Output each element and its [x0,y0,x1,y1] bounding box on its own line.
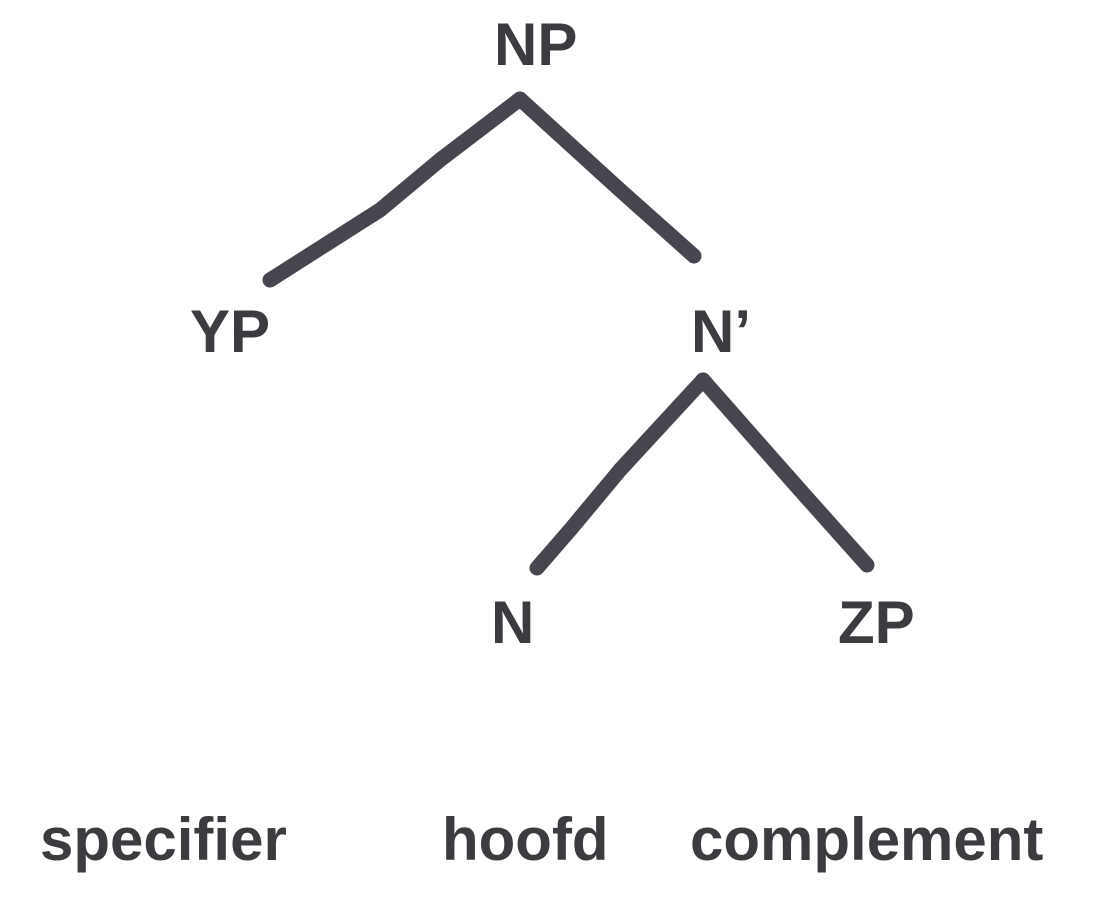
node-yp: YP [190,298,271,365]
role-complement: complement [690,806,1044,873]
branch-nbar-zp [695,372,875,573]
role-specifier: specifier [40,806,287,873]
node-n: N [491,589,535,656]
branch-nbar-n [529,372,711,576]
node-n-bar: N’ [691,298,751,365]
role-head: hoofd [442,806,609,873]
node-np: NP [494,11,578,78]
branch-np-nbar [512,91,702,264]
branch-np-yp [262,91,528,288]
node-zp: ZP [838,589,915,656]
